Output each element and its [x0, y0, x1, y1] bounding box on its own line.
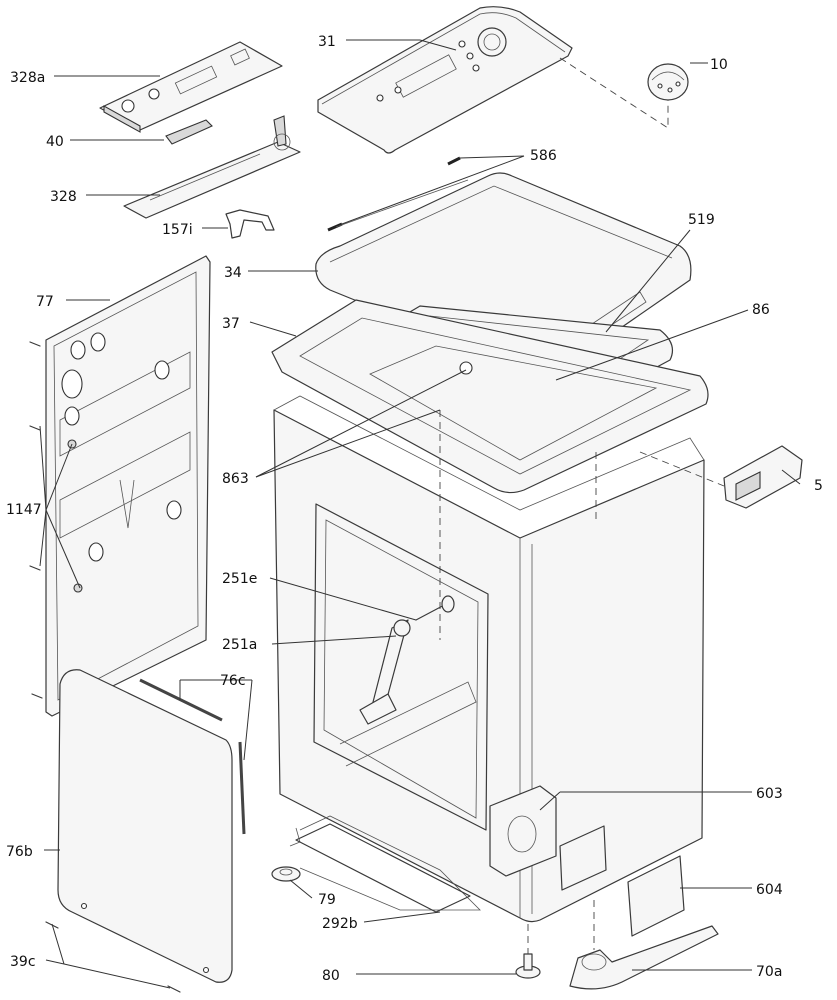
dash-line-knob-axis [559, 57, 669, 129]
part-80-foot [515, 953, 541, 979]
label-251a: 251a [222, 637, 257, 653]
label-76b: 76b [6, 844, 33, 860]
label-40: 40 [46, 134, 64, 150]
label-10: 10 [710, 57, 728, 73]
label-586: 586 [530, 148, 557, 164]
part-251a-shock-absorber [359, 619, 411, 725]
part-77-back-panel [45, 255, 211, 717]
label-86: 86 [752, 302, 770, 318]
dash-line-lock [639, 451, 725, 487]
label-157i: 157i [162, 222, 193, 238]
part-76c-seals [139, 678, 246, 835]
label-39c: 39c [10, 954, 36, 970]
part-1147-screws [29, 341, 83, 699]
part-863-axis [439, 410, 597, 640]
part-40-clip [165, 119, 213, 145]
label-604: 604 [756, 882, 783, 898]
part-603-pump-housing [489, 785, 557, 877]
part-328-pcb [123, 115, 301, 219]
leader-lines [39, 39, 801, 989]
label-519: 519 [688, 212, 715, 228]
part-586-markers [327, 156, 469, 232]
label-328a: 328a [10, 70, 45, 86]
part-10-knob [647, 63, 689, 101]
label-80: 80 [322, 968, 340, 984]
part-5-door-lock [723, 445, 803, 509]
label-34: 34 [224, 265, 242, 281]
part-292b-base-plate [295, 823, 471, 913]
label-37: 37 [222, 316, 240, 332]
label-1147: 1147 [6, 502, 42, 518]
part-labels: 31 10 328a 40 328 586 157i 519 34 77 86 … [6, 34, 823, 984]
part-604-filter-flap [559, 825, 685, 937]
label-79: 79 [318, 892, 336, 908]
label-70a: 70a [756, 964, 782, 980]
part-328a-board-cover [99, 41, 283, 133]
label-76c: 76c [220, 673, 246, 689]
part-79-foot-pad [271, 866, 301, 882]
part-70a-tool [569, 925, 719, 990]
part-251e-pin [415, 595, 455, 621]
label-5: 5 [814, 478, 823, 494]
label-251e: 251e [222, 571, 257, 587]
label-292b: 292b [322, 916, 358, 932]
label-77: 77 [36, 294, 54, 310]
label-863: 863 [222, 471, 249, 487]
part-76b-service-panel [57, 669, 233, 983]
part-157i-bracket [225, 209, 275, 239]
label-31: 31 [318, 34, 336, 50]
label-328: 328 [50, 189, 77, 205]
label-603: 603 [756, 786, 783, 802]
part-31-control-panel [317, 6, 573, 154]
